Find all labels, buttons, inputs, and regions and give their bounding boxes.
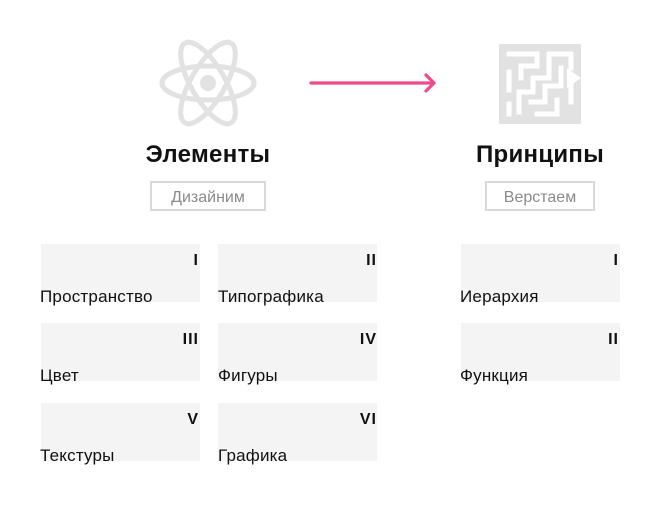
principles-title: Принципы [475, 141, 605, 168]
card-numeral: II [366, 252, 377, 269]
design-badge: Дизайним [150, 181, 266, 211]
layout-badge: Верстаем [485, 181, 595, 211]
arrow-right-icon [309, 73, 436, 93]
atom-icon [159, 39, 257, 127]
card-numeral: V [187, 411, 199, 428]
card-label: Фигуры [218, 366, 278, 385]
card-hierarchy: I Иерархия [460, 244, 620, 306]
card-label: Цвет [40, 366, 79, 385]
card-graphics: VI Графика [218, 403, 377, 465]
card-label: Графика [218, 446, 288, 465]
card-numeral: I [193, 252, 199, 269]
card-typography: II Типографика [218, 244, 377, 306]
card-label: Текстуры [40, 446, 115, 465]
card-label: Иерархия [460, 287, 539, 306]
card-space: I Пространство [40, 244, 200, 306]
card-numeral: II [608, 331, 619, 348]
card-color: III Цвет [40, 323, 200, 385]
card-label: Функция [460, 366, 529, 385]
card-label: Типографика [218, 287, 324, 306]
card-function: II Функция [460, 323, 620, 385]
elements-title: Элементы [145, 141, 271, 168]
card-numeral: IV [359, 331, 377, 348]
card-numeral: III [182, 331, 199, 348]
maze-icon [499, 44, 581, 124]
card-numeral: I [613, 252, 619, 269]
card-shapes: IV Фигуры [218, 323, 377, 385]
card-label: Пространство [40, 287, 153, 306]
card-textures: V Текстуры [40, 403, 200, 465]
card-numeral: VI [359, 411, 377, 428]
